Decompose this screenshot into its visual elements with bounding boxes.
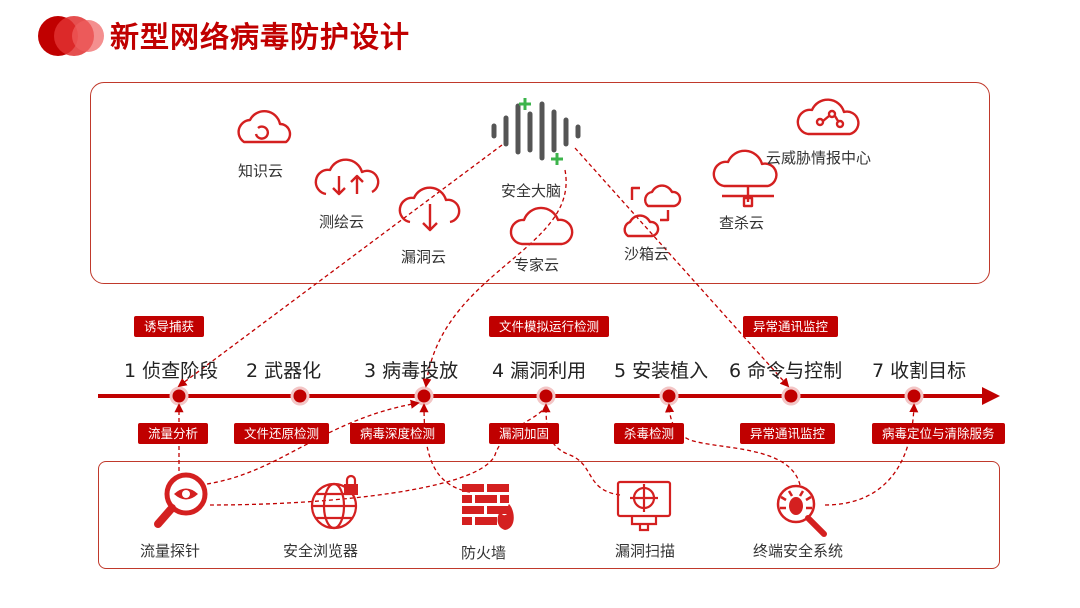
timeline-node-3 — [414, 386, 434, 406]
logo-circles-icon — [38, 16, 104, 56]
stage-2: 2 武器化 — [246, 360, 322, 382]
tool-label-firewall: 防火墙 — [461, 544, 507, 562]
tool-label-browser: 安全浏览器 — [283, 542, 359, 560]
tag-vuln-hardening: 漏洞加固 — [489, 423, 560, 444]
link-brain-to-stage3 — [422, 169, 567, 388]
timeline-node-4 — [536, 386, 556, 406]
tag-lure-capture: 诱导捕获 — [134, 316, 205, 337]
secure-browser-icon — [310, 474, 358, 530]
stage-7: 7 收割目标 — [872, 360, 967, 382]
tag-traffic-analysis: 流量分析 — [138, 423, 209, 444]
link-scanner-to-stage4 — [541, 403, 621, 496]
stage-5: 5 安装植入 — [614, 360, 709, 382]
cloud-label-shaxiang: 沙箱云 — [624, 245, 670, 263]
timeline-node-1 — [169, 386, 189, 406]
tag-abnormal-comm-top: 异常通讯监控 — [743, 316, 839, 337]
tag-abnormal-comm-bottom: 异常通讯监控 — [740, 423, 836, 444]
tag-virus-deep-detect: 病毒深度检测 — [350, 423, 446, 444]
cloud-label-cehui: 测绘云 — [319, 213, 365, 231]
firewall-icon — [462, 484, 514, 530]
tool-label-scanner: 漏洞扫描 — [615, 542, 676, 560]
cloud-panel — [90, 82, 990, 284]
scan-kill-cloud-icon — [712, 149, 778, 188]
page-title: 新型网络病毒防护设计 — [110, 20, 411, 54]
link-brain-to-stage1 — [177, 144, 503, 388]
expert-cloud-icon — [509, 206, 574, 246]
sandbox-cloud-icon — [644, 184, 682, 208]
timeline-arrowhead — [982, 387, 1000, 405]
tag-antivirus-detect: 杀毒检测 — [614, 423, 685, 444]
timeline-node-5 — [659, 386, 679, 406]
vulnerability-cloud-icon — [398, 186, 461, 224]
stage-4: 4 漏洞利用 — [492, 360, 587, 382]
tool-label-probe: 流量探针 — [140, 542, 201, 560]
mapping-cloud-icon — [314, 158, 380, 196]
tag-file-restore: 文件还原检测 — [234, 423, 330, 444]
timeline-node-2 — [290, 386, 310, 406]
stage-3: 3 病毒投放 — [364, 360, 459, 382]
traffic-probe-icon — [154, 472, 208, 528]
tools-panel — [98, 461, 1000, 569]
tag-file-sim-detect: 文件模拟运行检测 — [489, 316, 610, 337]
cloud-label-brain: 安全大脑 — [501, 182, 562, 200]
endpoint-security-icon — [776, 484, 827, 537]
tag-virus-locate-clean: 病毒定位与清除服务 — [872, 423, 1005, 444]
tool-label-endpoint: 终端安全系统 — [753, 542, 844, 560]
cloud-label-weixie: 云威胁情报中心 — [766, 149, 872, 167]
link-endpoint-to-stage5 — [665, 403, 801, 486]
link-brain-to-stage6 — [574, 147, 790, 388]
cloud-label-chasha: 查杀云 — [719, 214, 765, 232]
vulnerability-scanner-icon — [616, 480, 672, 532]
link-firewall-to-stage3 — [419, 403, 471, 493]
knowledge-cloud-icon — [237, 109, 292, 144]
stage-1: 1 侦查阶段 — [124, 360, 219, 382]
threat-intel-cloud-icon — [796, 98, 860, 136]
timeline-node-6 — [781, 386, 801, 406]
cloud-label-zhuanjia: 专家云 — [514, 256, 560, 274]
link-endpoint-to-stage7 — [824, 403, 919, 506]
cloud-label-zhishi: 知识云 — [238, 162, 284, 180]
security-brain-icon — [491, 98, 581, 165]
cloud-label-loudong: 漏洞云 — [401, 248, 447, 266]
timeline-node-7 — [904, 386, 924, 406]
link-probe-to-stage3 — [199, 399, 420, 486]
stage-6: 6 命令与控制 — [729, 360, 843, 382]
